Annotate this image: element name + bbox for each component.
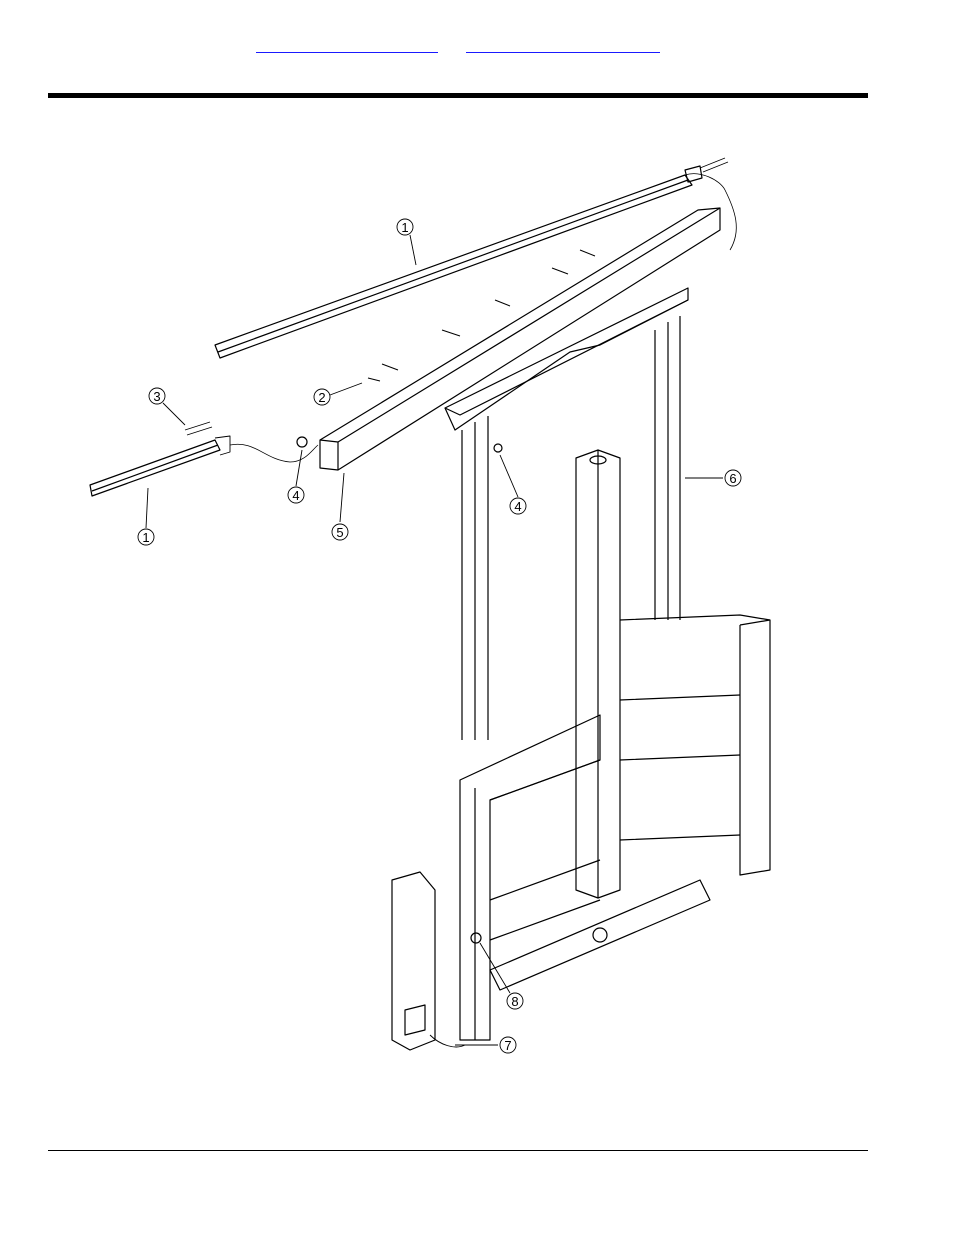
callout-1-top: 1 [401, 220, 408, 235]
callout-4-left: 4 [292, 488, 299, 503]
callout-5: 5 [336, 525, 343, 540]
upper-bar [215, 175, 692, 358]
cross-member [490, 880, 710, 990]
callout-7: 7 [504, 1038, 511, 1053]
callout-2: 2 [318, 390, 325, 405]
header-link-right[interactable] [466, 38, 660, 53]
header-link-left[interactable] [256, 38, 438, 53]
callout-8: 8 [511, 994, 518, 1009]
callout-1-lower: 1 [142, 530, 149, 545]
lower-frame-left [460, 715, 600, 1040]
left-post [462, 416, 488, 740]
parts-drawing: 1 2 3 4 5 1 4 6 8 7 [80, 140, 800, 1080]
mount-bracket [392, 872, 435, 1050]
square-tube [320, 208, 720, 470]
top-rule [48, 93, 868, 98]
callout-4-right: 4 [514, 499, 521, 514]
callout-6: 6 [729, 471, 736, 486]
mount-plate [445, 288, 688, 430]
right-post [655, 316, 680, 620]
bottom-rule [48, 1150, 868, 1151]
lower-frame-right [620, 615, 770, 875]
callout-3: 3 [153, 389, 160, 404]
